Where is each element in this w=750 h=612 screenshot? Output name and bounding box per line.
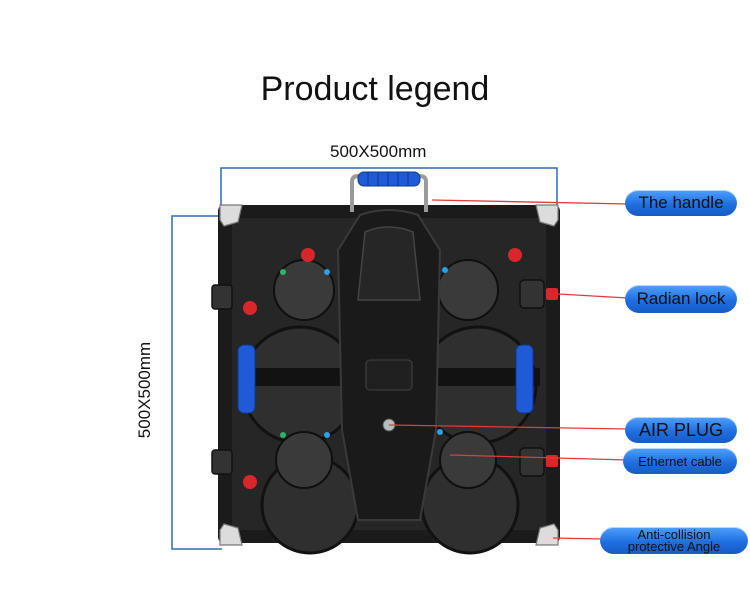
air-plug-label: AIR PLUG <box>625 417 737 443</box>
anti-collision-label: Anti-collision protective Angle <box>600 527 748 554</box>
width-dimension-label: 500X500mm <box>330 142 427 161</box>
led-panel-cabinet <box>211 204 560 555</box>
top-handle <box>350 171 428 212</box>
page-title: Product legend <box>260 70 490 108</box>
height-dimension-label: 500X500mm <box>135 341 154 439</box>
radian-lock-label: Radian lock <box>625 285 737 313</box>
height-dimension-line <box>171 215 222 550</box>
handle-label: The handle <box>625 190 737 216</box>
width-dimension-line <box>220 167 558 215</box>
anti-collision-line2: protective Angle <box>627 538 721 554</box>
leader-lines <box>388 199 629 540</box>
anti-collision-line1: Anti-collision <box>637 526 711 542</box>
ethernet-cable-label: Ethernet cable <box>623 448 737 474</box>
